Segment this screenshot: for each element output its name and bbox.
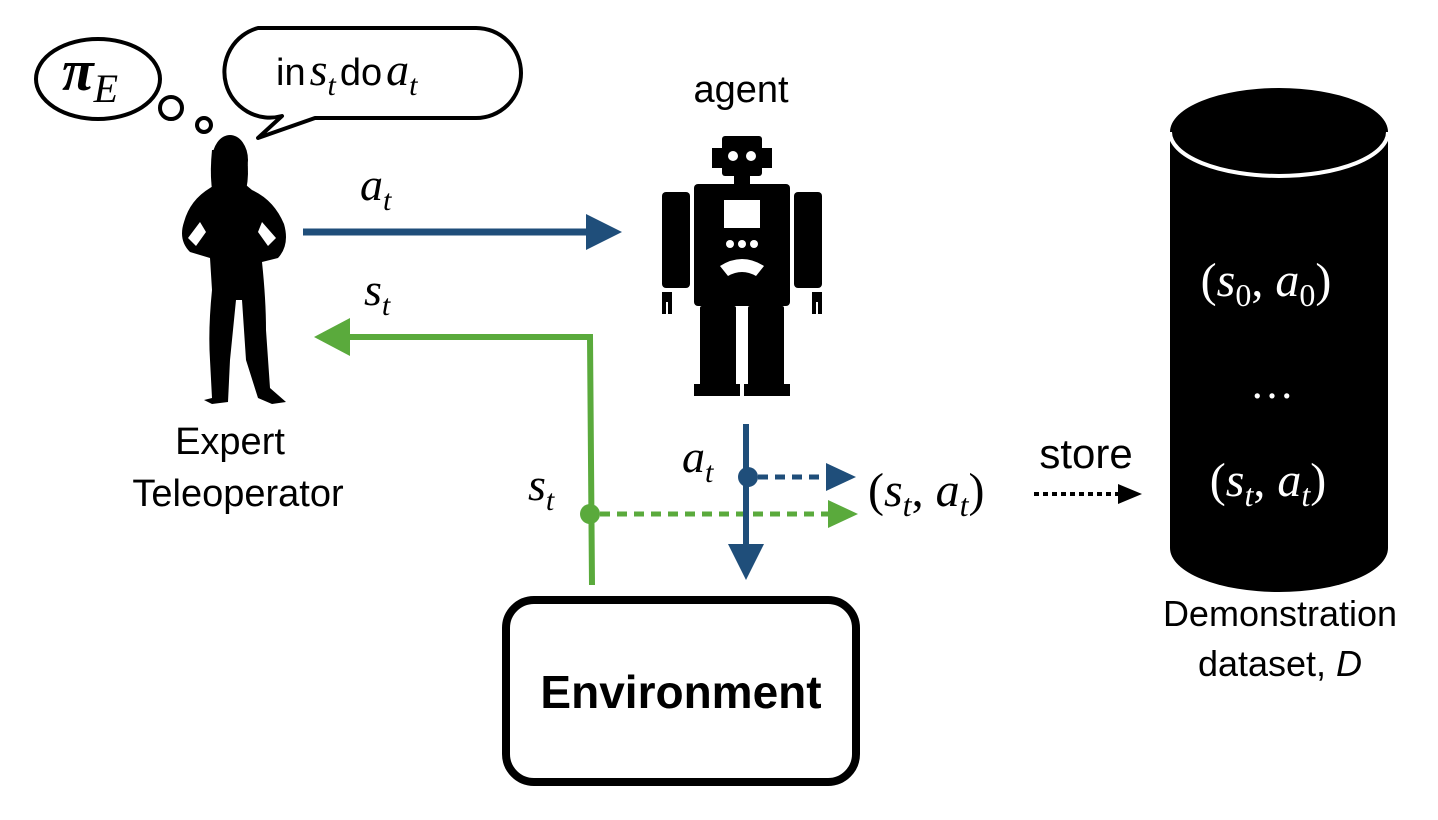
dataset-label-line1: Demonstration [1163,593,1397,634]
state-action-pair: (st, at) [868,464,984,523]
state-label-top: st [364,264,391,322]
store-arrowhead [1118,484,1142,504]
action-dotted-arrowhead [826,463,856,491]
action-label-tap: at [682,431,714,489]
state-dotted-arrowhead [828,500,858,528]
store-label: store [1039,430,1132,477]
dataset-last-pair: (st, at) [1210,454,1326,513]
environment-label: Environment [540,666,821,718]
agent-label: agent [693,69,789,111]
state-arrow-to-expert [314,318,595,586]
action-label-top: at [360,159,392,217]
person-silhouette-icon [182,135,286,404]
environment-box [502,596,860,786]
instruction-text: in st do at [276,44,418,102]
instruction-speech-bubble: in st do at [222,26,523,140]
dataset-label-line2: dataset, D [1198,643,1362,684]
expert-label-line2: Teleoperator [132,473,344,515]
state-tap-point [580,504,600,524]
policy-symbol: πE [62,38,118,111]
robot-icon [662,136,822,396]
dataset-ellipsis: … [1250,359,1294,408]
action-arrow-to-environment [728,424,764,580]
expert-label-line1: Expert [175,421,285,463]
action-tap-point [738,467,758,487]
policy-thought-bubble: πE [34,37,213,134]
state-label-tap: st [528,459,555,517]
dataset-first-pair: (s0, a0) [1201,254,1332,313]
database-cylinder-icon [1168,88,1390,592]
action-arrow-to-agent [303,214,622,250]
